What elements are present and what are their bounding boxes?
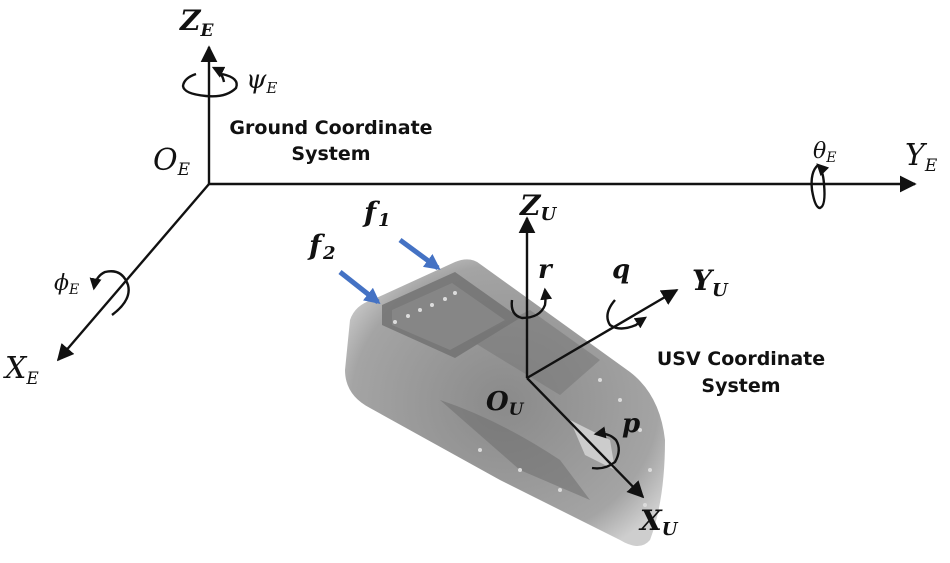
ground-system-title-line1: Ground Coordinate [229, 117, 432, 139]
ground-x-axis [56, 183, 210, 362]
usv-x-label: XU [638, 504, 679, 540]
usv-y-label: YU [692, 264, 729, 301]
r-rotation-icon [510, 287, 553, 320]
r-label: r [538, 255, 554, 285]
force-f1-arrow [398, 237, 441, 271]
phi-rotation-icon [89, 270, 130, 316]
ground-origin-label: OE [153, 143, 191, 180]
q-rotation-icon [606, 299, 647, 330]
usv-system-title-line2: System [701, 375, 780, 397]
ground-x-label: XE [3, 351, 39, 389]
usv-system-title-line1: USV Coordinate [657, 348, 825, 370]
ground-z-label: ZE [179, 4, 214, 41]
q-label: q [612, 255, 630, 285]
usv-x-axis [526, 377, 645, 499]
theta-rotation-icon [810, 163, 830, 210]
p-label: p [622, 409, 640, 439]
usv-boat-image [345, 259, 665, 546]
usv-y-axis [526, 288, 679, 380]
usv-origin-label: OU [486, 387, 525, 420]
force-f2-arrow [338, 270, 381, 304]
ground-system-title-line2: System [291, 143, 370, 165]
p-rotation-icon [591, 426, 620, 470]
usv-z-label: ZU [519, 189, 557, 225]
theta-label: θE [813, 139, 836, 166]
psi-rotation-icon [181, 72, 238, 98]
psi-label: ψE [246, 65, 277, 97]
phi-label: ϕE [54, 271, 79, 298]
ground-y-label: YE [905, 138, 938, 176]
